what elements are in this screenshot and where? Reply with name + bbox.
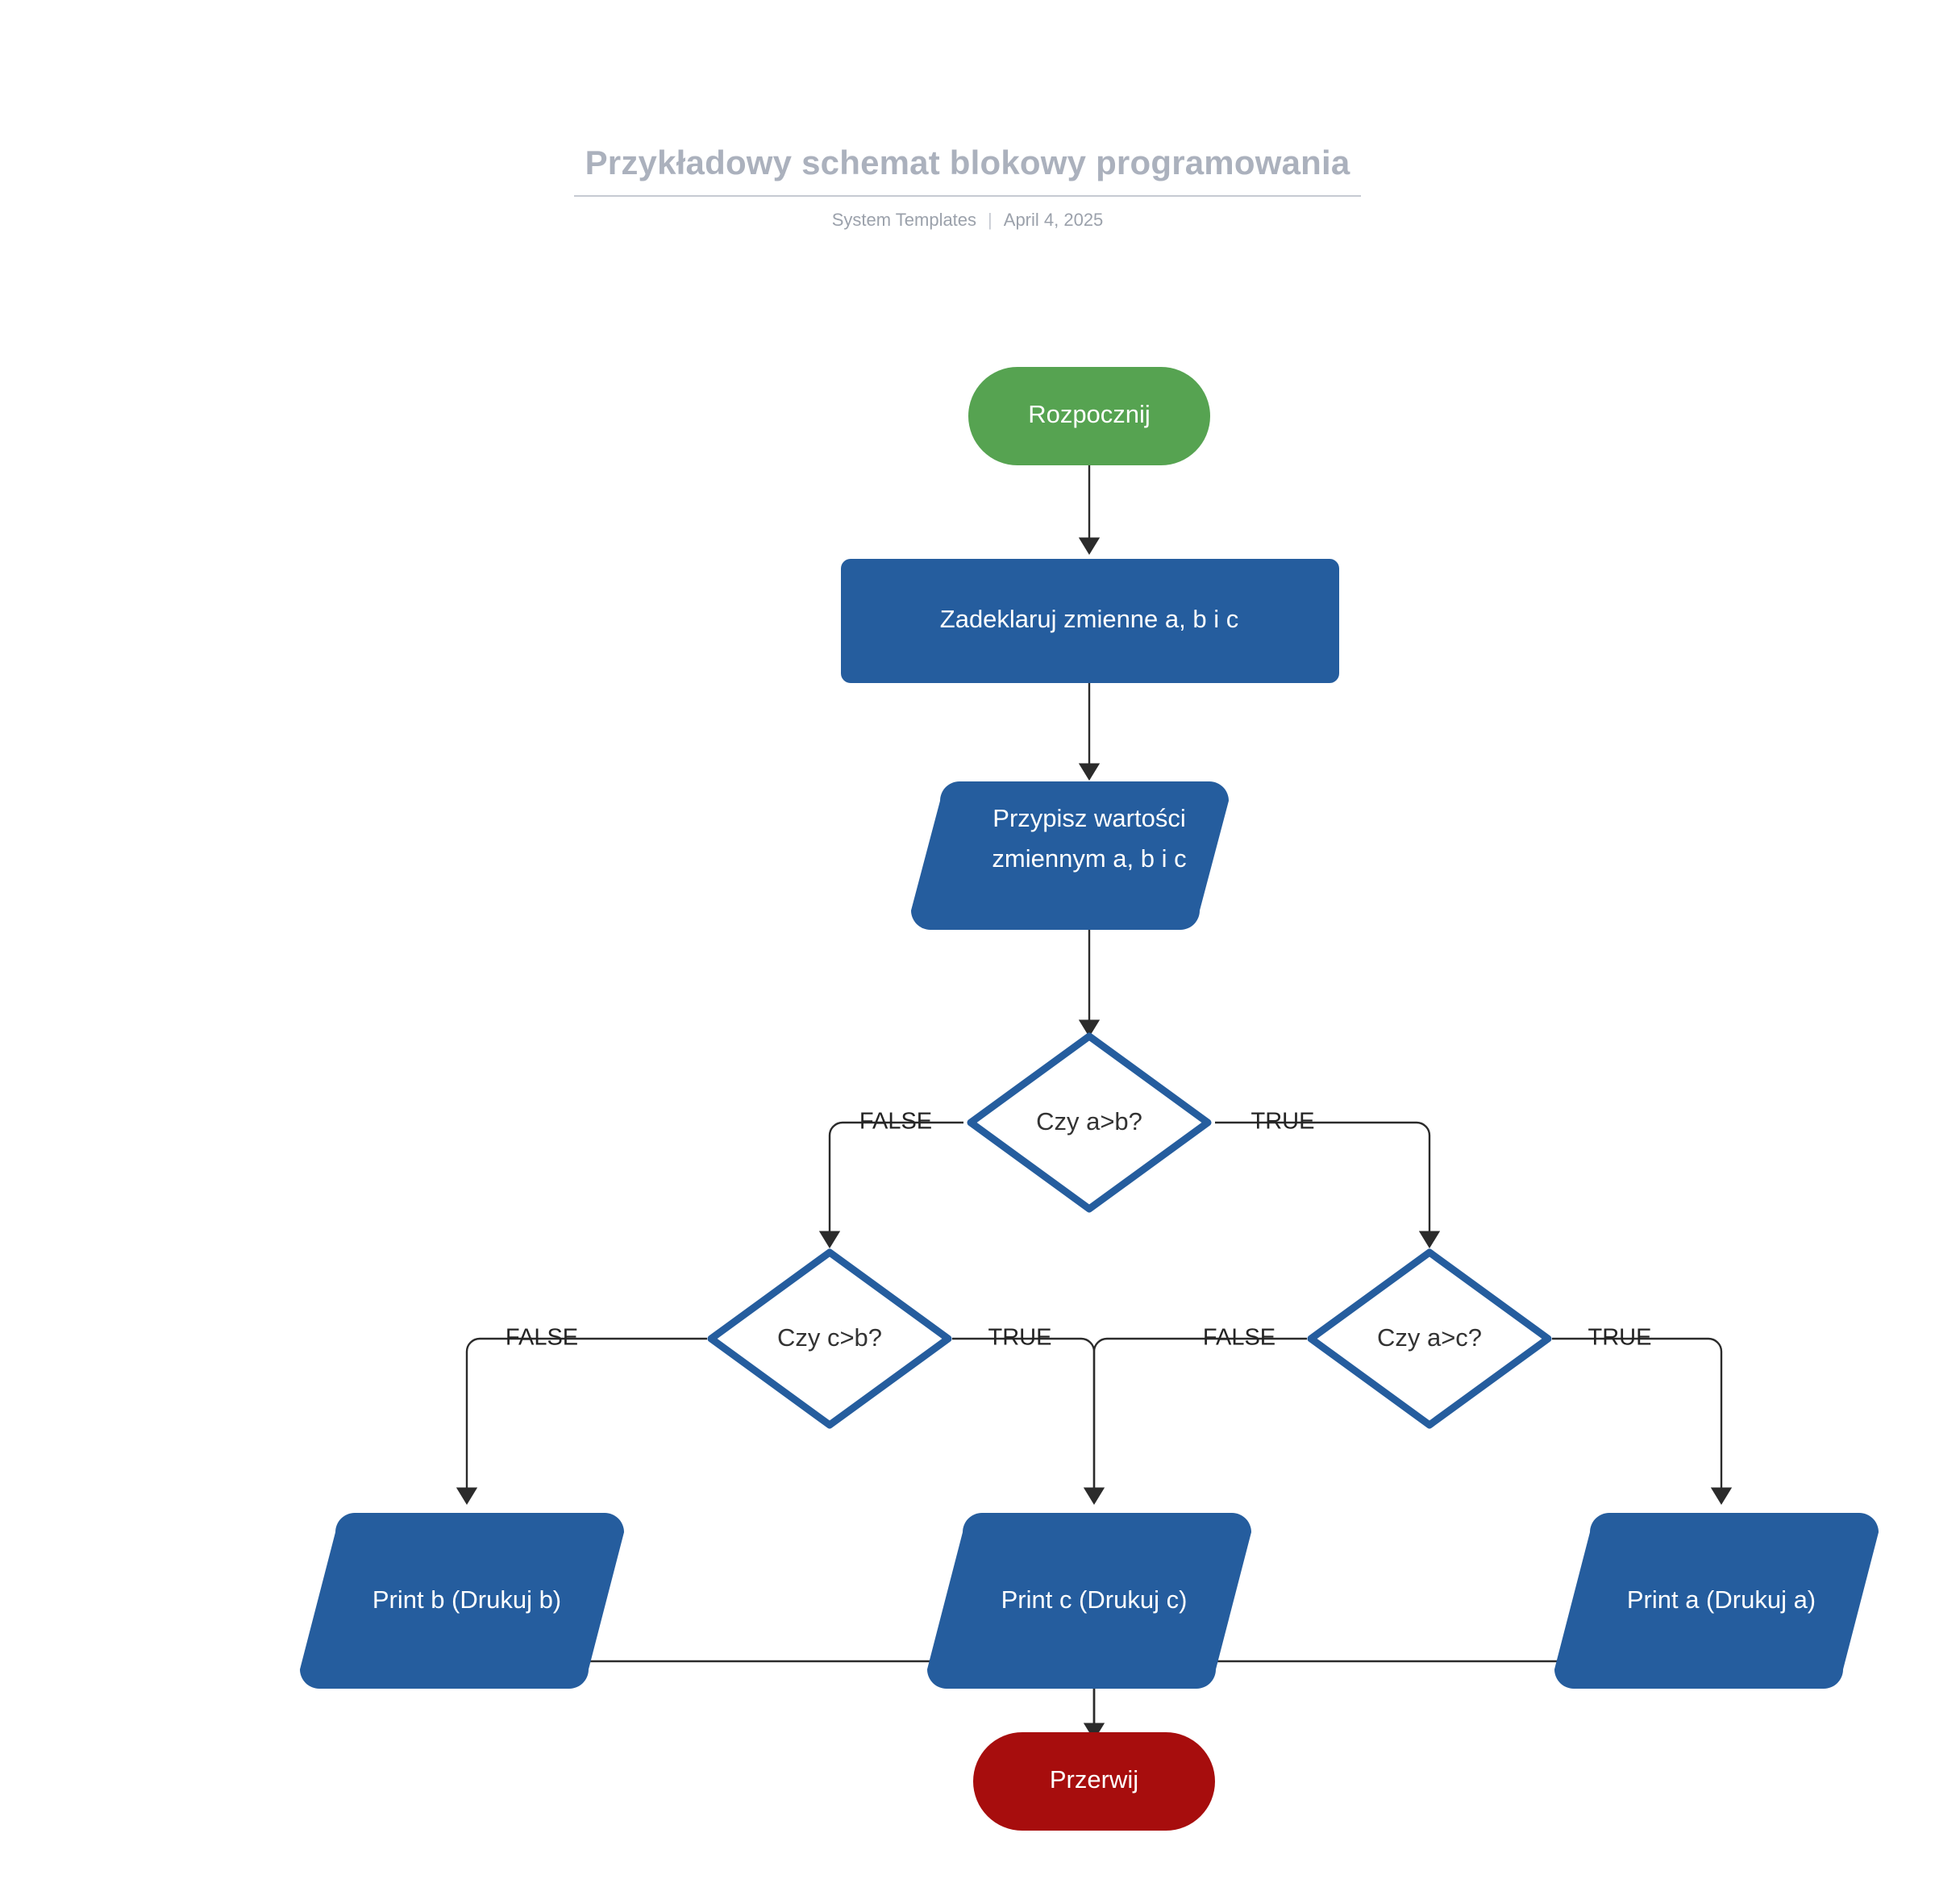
assign-label-line-2: zmiennym a, b i c: [992, 844, 1186, 873]
edge-label-decision-ab-true: TRUE: [1251, 1109, 1315, 1135]
print-a-label: Print a (Drukuj a): [1627, 1585, 1816, 1614]
print-a-shape: [1554, 1513, 1879, 1689]
edge-decision-ac-false-to-print-c: [1092, 1337, 1307, 1490]
edge-label-decision-ac-true: TRUE: [1588, 1325, 1652, 1351]
node-decision-a-gt-c[interactable]: Czy a>c?: [1307, 1248, 1552, 1429]
declare-label: Zadeklaruj zmienne a, b i c: [940, 605, 1238, 633]
print-c-shape: [927, 1513, 1251, 1689]
edge-decision-ab-false-to-decision-cb: [818, 1121, 963, 1248]
print-b-shape: [300, 1513, 624, 1689]
end-label: Przerwij: [1050, 1765, 1138, 1794]
node-declare-variables[interactable]: Zadeklaruj zmienne a, b i c: [841, 559, 1339, 683]
edge-label-decision-ab-false: FALSE: [859, 1109, 932, 1135]
edge-label-decision-cb-true: TRUE: [988, 1325, 1052, 1351]
edge-decision-cb-false-to-print-b: [456, 1337, 707, 1505]
node-print-c[interactable]: Print c (Drukuj c): [927, 1513, 1251, 1689]
edge-label-decision-cb-false: FALSE: [506, 1325, 578, 1351]
node-print-b[interactable]: Print b (Drukuj b): [300, 1513, 624, 1689]
edge-decision-cb-true-to-print-c: [952, 1337, 1105, 1505]
edge-decision-ac-true-to-print-a: [1552, 1337, 1733, 1505]
print-c-label: Print c (Drukuj c): [1001, 1585, 1188, 1614]
subtitle-separator: |: [988, 210, 992, 231]
assign-label-line-1: Przypisz wartości: [992, 804, 1185, 832]
subtitle-source: System Templates: [831, 210, 977, 231]
decision-ac-shape: [1307, 1248, 1552, 1429]
decision-ab-shape: [967, 1032, 1212, 1213]
edge-label-decision-ac-false: FALSE: [1203, 1325, 1275, 1351]
document-subtitle: System Templates | April 4, 2025: [0, 210, 1935, 231]
node-end[interactable]: Przerwij: [973, 1732, 1215, 1831]
end-shape: [973, 1732, 1215, 1831]
decision-cb-shape: [707, 1248, 952, 1429]
print-b-label: Print b (Drukuj b): [372, 1585, 561, 1614]
node-decision-a-gt-b[interactable]: Czy a>b?: [967, 1032, 1212, 1213]
subtitle-date: April 4, 2025: [1003, 210, 1104, 231]
decision-cb-label: Czy c>b?: [777, 1323, 882, 1352]
assign-shape: [911, 781, 1229, 930]
decision-ac-label: Czy a>c?: [1377, 1323, 1482, 1352]
node-assign-values[interactable]: Przypisz wartości zmiennym a, b i c: [911, 781, 1229, 930]
start-shape: [968, 367, 1210, 465]
start-label: Rozpocznij: [1028, 400, 1151, 428]
edge-decision-ab-true-to-decision-ac: [1215, 1121, 1441, 1248]
node-print-a[interactable]: Print a (Drukuj a): [1554, 1513, 1879, 1689]
decision-ab-label: Czy a>b?: [1036, 1107, 1142, 1135]
declare-shape: [841, 559, 1339, 683]
node-start[interactable]: Rozpocznij: [968, 367, 1210, 465]
document-header: Przykładowy schemat blokowy programowani…: [0, 0, 1935, 231]
page-title: Przykładowy schemat blokowy programowani…: [573, 144, 1362, 198]
node-decision-c-gt-b[interactable]: Czy c>b?: [707, 1248, 952, 1429]
